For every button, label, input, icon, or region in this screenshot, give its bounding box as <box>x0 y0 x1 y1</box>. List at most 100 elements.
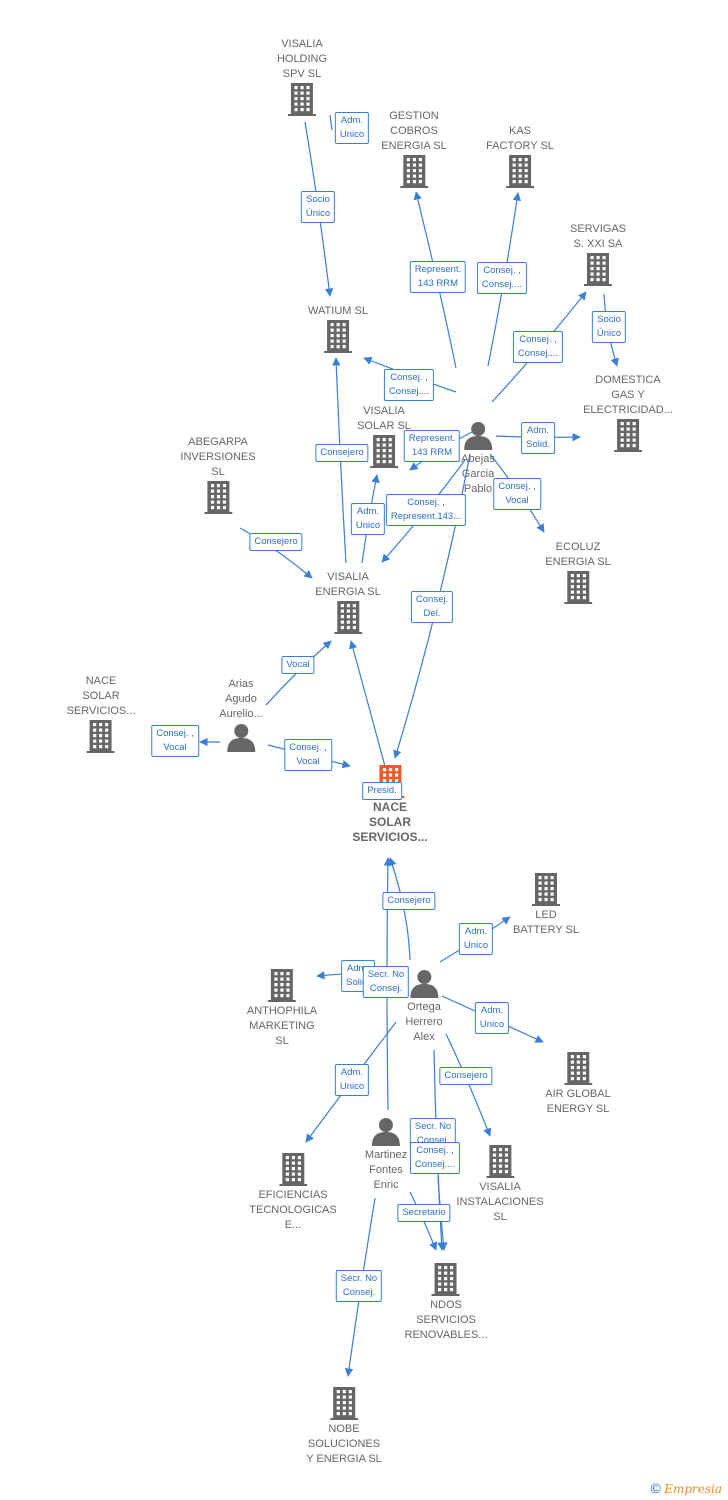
edge-label[interactable]: Adm.Unico <box>350 503 386 535</box>
edge-label[interactable]: Secretario <box>397 1204 451 1222</box>
building-icon <box>279 1153 307 1186</box>
person-icon <box>409 970 438 998</box>
edge-label[interactable]: Consejero <box>439 1067 493 1085</box>
edge-label-line: Adm. <box>526 425 550 436</box>
edge-label-line: Consejero <box>320 447 364 458</box>
brand-name: Empresia <box>664 1482 722 1496</box>
edge-label-line: Adm. <box>356 506 380 517</box>
edge-label[interactable]: Adm.Unico <box>334 1064 370 1096</box>
edge-label-line: Unico <box>339 1081 365 1092</box>
company-node-watium[interactable]: WATIUM SL <box>308 304 368 353</box>
edge-label-line: Consej. <box>416 1135 450 1146</box>
edge-label[interactable]: Consej. ,Vocal <box>151 725 199 757</box>
node-label-line: HOLDING <box>276 53 328 65</box>
node-label-line: SOLAR <box>368 815 411 829</box>
edge-label[interactable]: Represent.143 RRM <box>403 430 461 462</box>
edge-label-line: Presid. <box>367 785 397 796</box>
edge-label[interactable]: Adm. Solid. <box>521 422 555 454</box>
node-label-line: LED <box>535 909 557 921</box>
edge-label[interactable]: Consejero <box>249 533 303 551</box>
edge-label[interactable]: Represent.143 RRM <box>409 261 467 293</box>
edge-label-line: Adm. <box>480 1005 504 1016</box>
node-label-line: VISALIA <box>281 38 323 50</box>
edge-label-line: 143 RRM <box>411 447 453 458</box>
edge-label[interactable]: Consej. ,Consej.... <box>383 369 435 401</box>
edge-label-line: Consej. , <box>416 1145 454 1156</box>
edge-label-line: Vocal <box>296 756 320 767</box>
node-label-line: BATTERY SL <box>512 924 580 936</box>
edge-label-line: Secretario <box>402 1207 446 1218</box>
edge-label[interactable]: Consej. ,Consej.... <box>476 262 528 294</box>
edge-label[interactable]: Vocal <box>281 656 315 674</box>
node-label-line: NDOS <box>430 1299 462 1311</box>
edge-label[interactable]: Consej. ,Vocal <box>493 478 541 510</box>
node-label-line: Abejas <box>461 453 495 465</box>
edge-label-line: Secr. No <box>367 969 405 980</box>
edge-label[interactable]: Adm.Unico <box>334 112 370 144</box>
edge-label-line: Secr. No <box>340 1273 378 1284</box>
node-label-line: SERVICIOS... <box>352 830 428 844</box>
edge-label[interactable]: Consej. ,Consej.... <box>512 331 564 363</box>
edge-label[interactable]: Consej. ,Consej.... <box>409 1142 461 1174</box>
edge-label-line: Vocal <box>286 659 310 670</box>
edge-label-line: Solid. <box>526 439 550 450</box>
edge-label-line: Consejero <box>444 1070 488 1081</box>
edge-label-line: 143 RRM <box>417 278 459 289</box>
edge-label[interactable]: Consej.Del. <box>410 591 454 623</box>
edge-label[interactable]: Adm. Unico <box>458 923 494 955</box>
edge-label-line: Adm. <box>346 963 370 974</box>
edge-label-line: Adm. <box>464 926 488 937</box>
building-icon <box>583 253 612 286</box>
node-label-line: SERVICIOS <box>416 1314 476 1326</box>
node-label-line: SOLAR <box>82 690 120 702</box>
building-icon <box>563 571 592 604</box>
edge-label[interactable]: Consejero <box>382 892 436 910</box>
building-icon <box>613 419 642 452</box>
edge-label[interactable]: Adm.Unico <box>474 1002 510 1034</box>
edge-label[interactable]: Consej. ,Represent.143... <box>385 494 467 526</box>
edge-label-line: Consej. , <box>519 334 557 345</box>
edge-label-line: Unico <box>463 940 489 951</box>
edge-label[interactable]: Consejero <box>315 444 369 462</box>
node-label-line: MARKETING <box>249 1020 315 1032</box>
company-node-led-battery[interactable]: LED BATTERY SL <box>513 872 579 938</box>
edge-label[interactable]: Consej. , Vocal <box>284 739 332 771</box>
building-icon <box>329 1387 358 1420</box>
node-label-line: KAS <box>508 125 531 137</box>
node-label-line: ANTHOPHILA <box>246 1005 318 1017</box>
edge-label[interactable]: Presid. <box>362 782 402 800</box>
node-label-line: E... <box>284 1219 302 1231</box>
node-label-line: ENERGIA SL <box>381 140 447 152</box>
node-label-line: Ortega <box>407 1001 441 1013</box>
brand-footer[interactable]: © Empresia <box>651 1480 722 1496</box>
edge-label-line: Consejero <box>254 536 298 547</box>
node-label-line: SL <box>275 1035 289 1047</box>
edge-label-line: Solid. <box>346 977 370 988</box>
company-node-anthophila[interactable]: ANTHOPHILA MARKETING SL <box>247 968 317 1049</box>
edge-label-line: Consej. , <box>289 742 327 753</box>
